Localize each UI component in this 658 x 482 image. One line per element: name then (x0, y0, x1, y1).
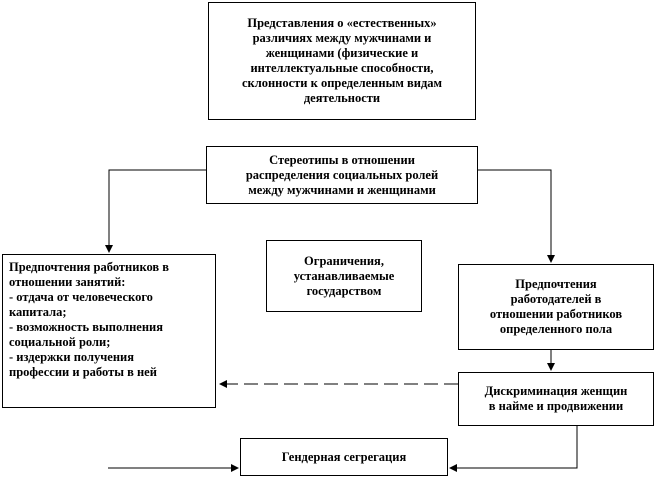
node-employer-preferences: Предпочтения работодателей в отношении р… (458, 264, 654, 350)
node-segregation-label: Гендерная сегрегация (281, 449, 407, 464)
node-worker-preferences-label: Предпочтения работников в отношении заня… (9, 260, 170, 379)
node-segregation: Гендерная сегрегация (240, 438, 448, 476)
node-discrimination-label: Дискриминация женщин в найме и продвижен… (484, 384, 628, 413)
node-stereotypes-label: Стереотипы в отношении распределения соц… (245, 152, 439, 197)
node-worker-preferences: Предпочтения работников в отношении заня… (2, 254, 216, 408)
node-natural-differences: Представления о «естественных» различиях… (208, 2, 476, 120)
edge-discrimination-to-segregation (449, 426, 578, 472)
node-discrimination: Дискриминация женщин в найме и продвижен… (458, 372, 654, 426)
node-state-limits: Ограничения, устанавливаемые государство… (266, 240, 422, 312)
node-employer-preferences-label: Предпочтения работодателей в отношении р… (489, 277, 623, 336)
node-state-limits-label: Ограничения, устанавливаемые государство… (293, 253, 395, 298)
edge-stereotypes-to-employers (478, 169, 555, 263)
node-natural-differences-label: Представления о «естественных» различиях… (241, 16, 443, 105)
node-stereotypes: Стереотипы в отношении распределения соц… (206, 146, 478, 204)
edge-stereotypes-to-workers (105, 169, 206, 253)
